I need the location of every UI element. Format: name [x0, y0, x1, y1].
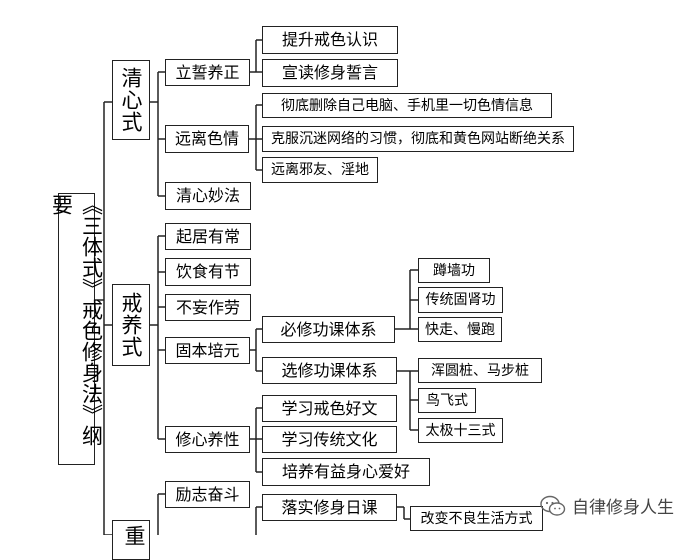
- node-xiuxin: 修心养性: [165, 426, 250, 453]
- node-yuanli-child-3: 远离邪友、淫地: [262, 157, 378, 183]
- node-yuanli-child-1: 彻底删除自己电脑、手机里一切色情信息: [262, 93, 552, 118]
- node-bixiu-child-3: 快走、慢跑: [418, 317, 502, 342]
- l1-jieyang: 戒养式: [112, 284, 150, 366]
- node-guben: 固本培元: [165, 337, 250, 364]
- node-xuanxiu-child-1: 浑圆桩、马步桩: [418, 358, 542, 383]
- watermark-text: 自律修身人生: [572, 498, 674, 518]
- node-bixiu-child-1: 蹲墙功: [418, 258, 490, 283]
- node-bixiu-child-2: 传统固肾功: [418, 287, 503, 313]
- mindmap-connectors: [95, 39, 418, 535]
- l1-qingxin: 清心式: [112, 60, 150, 140]
- node-buwang: 不妄作劳: [165, 294, 251, 321]
- node-xuanxiu-child-2: 鸟飞式: [418, 388, 476, 413]
- node-xiuxin-child-3: 培养有益身心爱好: [262, 458, 430, 486]
- watermark: 自律修身人生: [540, 493, 674, 518]
- node-yuanli-child-2: 克服沉迷网络的习惯，彻底和黄色网站断绝关系: [262, 126, 574, 152]
- node-xuanxiu-child-3: 太极十三式: [418, 418, 503, 443]
- node-luoshi: 落实修身日课: [262, 494, 397, 521]
- node-xiuxin-child-1: 学习戒色好文: [262, 395, 397, 422]
- node-qingxin-method: 清心妙法: [165, 182, 251, 210]
- node-xiuxin-child-2: 学习传统文化: [262, 426, 397, 453]
- node-lishi-child-2: 宣读修身誓言: [262, 59, 398, 87]
- wechat-icon: [540, 495, 566, 516]
- node-xuanxiu: 选修功课体系: [262, 357, 397, 384]
- l1-third: 重: [112, 520, 150, 560]
- node-bixiu: 必修功课体系: [262, 316, 395, 343]
- node-lishi: 立誓养正: [165, 59, 250, 86]
- root-title: 《三体式》戒色修身法》纲要: [50, 193, 104, 465]
- node-yinshi: 饮食有节: [165, 258, 251, 286]
- node-qiju: 起居有常: [165, 223, 251, 250]
- node-lizhi: 励志奋斗: [165, 481, 250, 508]
- node-lishi-child-1: 提升戒色认识: [262, 26, 398, 54]
- node-gaibian: 改变不良生活方式: [410, 506, 543, 531]
- root-title-text: 《三体式》戒色修身法》纲要: [49, 194, 104, 446]
- node-yuanli: 远离色情: [165, 125, 249, 153]
